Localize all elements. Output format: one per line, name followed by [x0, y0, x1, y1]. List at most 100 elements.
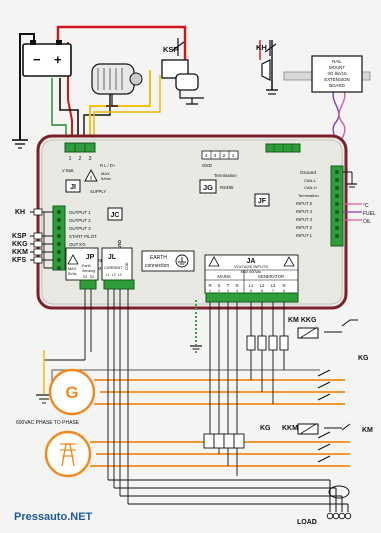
km-switch-contacts: [317, 423, 351, 463]
brand-watermark: Pressauto.NET: [14, 511, 93, 523]
sensor-fuel: FUEL: [363, 211, 376, 217]
earth-ground-symbol: [190, 345, 202, 353]
earth-label: EARTH: [150, 255, 167, 261]
ja-num-3: 3: [227, 289, 229, 293]
svg-text:!: !: [90, 176, 92, 182]
jp-term-s2: S2: [90, 275, 94, 279]
ja-term-l3: L3: [271, 283, 276, 288]
ja-term-n1: N: [235, 283, 238, 288]
rs485-label: RS485: [220, 185, 234, 190]
svg-text:JC: JC: [111, 212, 120, 219]
rs485-term-2: 2: [223, 153, 226, 158]
ksp-yellow-wire-2: [93, 75, 161, 150]
rail-mount-line-3: I/O 8in/16: [327, 71, 347, 76]
rail-mount-line-5: BOARD: [329, 83, 345, 88]
can-item-input4: INPUT 4: [296, 209, 313, 214]
output-item-start-pilot: START PILOT: [69, 234, 97, 239]
supply-term-1: 1: [69, 156, 72, 162]
rs485-term-3: 3: [214, 153, 217, 158]
supply-vbatt-label: V Batt.: [62, 168, 75, 173]
svg-text:JG: JG: [203, 183, 213, 192]
output-item-2: OUTPUT 2: [69, 218, 91, 223]
ksp-yellow-wire: [89, 70, 151, 150]
phase-note: 600VAC PHASE TO PHASE: [16, 420, 80, 426]
ksp-relay-symbol: [172, 38, 185, 56]
can-item-canl: CAN-L: [304, 178, 317, 183]
supply-warning-icon: !: [84, 169, 98, 182]
generator-label: G: [65, 383, 78, 402]
ksp-top-label: KSP: [163, 45, 178, 54]
jp-badge: JP: [86, 254, 95, 261]
load-label: LOAD: [297, 519, 317, 526]
supply-terminal-block: 1 2 3: [64, 142, 96, 162]
relay-label-kkg: KKG: [12, 241, 28, 248]
km-label: KM: [362, 427, 373, 434]
jl-term-l2: L2: [112, 273, 116, 277]
can-item-ground: Ground: [300, 170, 316, 176]
rs485-term-4: 4: [205, 153, 208, 158]
generator-phase-lines: [100, 379, 345, 405]
jp-terminal: [79, 279, 97, 290]
supply-fuse-max: MAX.: [101, 171, 111, 176]
alternator-wire: [83, 90, 111, 150]
relay-label-ksp: KSP: [12, 233, 27, 240]
earth-connection-box: EARTH connection: [141, 250, 195, 272]
jl-block: JL CURRENT L1 L2 L3 COM: [101, 247, 133, 281]
ja-term-l1: L1: [249, 283, 254, 288]
ja-term-t: T: [227, 283, 230, 288]
canbus-input-labels: Ground CAN-L CAN-H Termination INPUT 5 I…: [296, 170, 319, 238]
jl-terminal: [103, 279, 135, 290]
alternator-icon: [91, 63, 143, 107]
ja-num-4: 4: [236, 289, 238, 293]
battery: − +: [22, 40, 72, 77]
jg-badge: JG: [199, 179, 217, 194]
generator-icon: G: [48, 368, 96, 416]
load-current-transformer: [328, 485, 350, 499]
can-item-termination: Termination: [298, 193, 319, 198]
generator-fuses: [246, 335, 289, 351]
ja-max-label: MAX.600Vac: [241, 270, 262, 274]
rail-mount-line-4: EXTENSION: [324, 77, 349, 82]
ja-terminal-strip: [205, 292, 299, 303]
km-kkg-label: KM KKG: [288, 317, 317, 324]
jl-term-l1: L1: [106, 273, 110, 277]
output-item-3: OUTPUT 3: [69, 226, 91, 231]
ja-num-2: 2: [218, 289, 220, 293]
ja-mains-label: MAINS: [217, 274, 230, 279]
relay-label-kkm: KKM: [12, 249, 28, 256]
can-item-canh: CAN-H: [304, 185, 317, 190]
kg-contactor-coil: [297, 327, 319, 339]
relay-label-kh: KH: [15, 209, 25, 216]
supply-term-2: 2: [79, 156, 82, 162]
battery-positive-wire: [56, 25, 187, 88]
ja-voltage-block: JA VOLTAGE INPUTS MAX.600Vac MAINS GENER…: [204, 254, 299, 294]
earth-connection-label: connection: [145, 263, 169, 269]
supply-fuse-rating: 5A/dc: [101, 176, 111, 181]
horn-icon: [261, 40, 278, 95]
can-item-input3: INPUT 3: [296, 217, 313, 222]
kh-top-label: KH: [256, 43, 267, 52]
ground-symbol-battery: [12, 139, 28, 149]
supply-term-3: 3: [89, 156, 92, 162]
supply-negative-wire: [59, 78, 79, 150]
kkm-label: KKM: [282, 425, 298, 432]
ja-term-n2: N: [282, 283, 285, 288]
supply-label: SUPPLY: [90, 189, 106, 194]
jp-rating: 5Vdc: [68, 272, 77, 276]
ja-num-6: 6: [261, 289, 263, 293]
ja-term-r: R: [208, 283, 211, 288]
svg-text:JF: JF: [258, 198, 267, 205]
kg-mid-label: KG: [260, 425, 271, 432]
output-item-1: OUTPUT 1: [69, 210, 91, 215]
km-contactor-coil: [297, 423, 319, 435]
battery-negative-wire: [19, 33, 35, 140]
rs485-termination-label: Termination: [214, 173, 237, 178]
mains-transformer-icon: [44, 430, 92, 478]
can-item-input1: INPUT 1: [296, 233, 313, 238]
svg-text:JI: JI: [70, 184, 76, 191]
ja-num-8: 8: [283, 289, 285, 293]
sensor-temp: °C: [363, 203, 369, 209]
rail-mount-line-2: MOUNT: [329, 65, 345, 70]
